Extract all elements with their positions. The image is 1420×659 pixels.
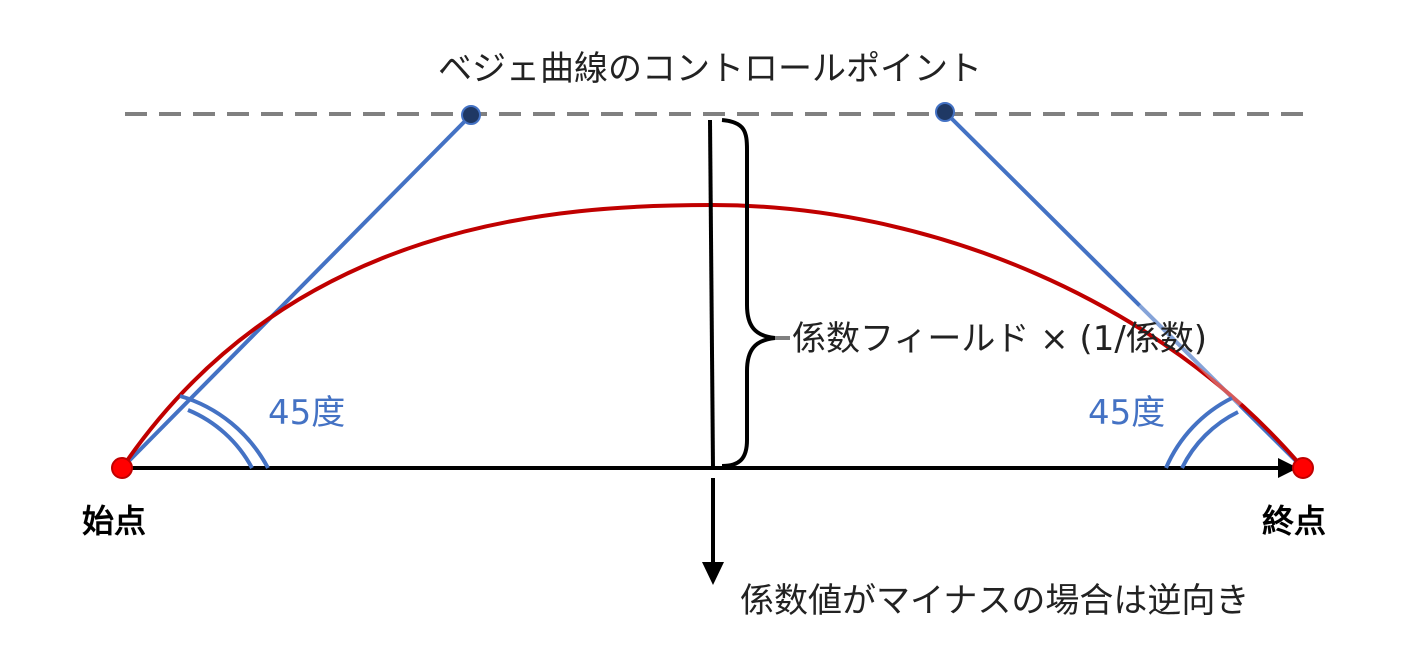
end-control-point <box>935 102 955 122</box>
left-angle-arc-outer <box>179 394 270 469</box>
negative-direction-note: 係数値がマイナスの場合は逆向き <box>740 581 1249 621</box>
handle-highlight <box>1137 302 1243 408</box>
negative-direction-arrowhead <box>702 562 724 585</box>
coefficient-brace <box>721 118 776 468</box>
center-vertical-line <box>708 119 715 469</box>
start-handle-line <box>120 113 473 470</box>
right-angle-arc-inner <box>1180 410 1239 469</box>
start-control-point <box>461 105 481 125</box>
right-angle-arc-outer <box>1164 396 1233 469</box>
left-angle-label: 45度 <box>268 393 345 433</box>
end-point-marker <box>1292 457 1314 479</box>
end-point-label: 終点 <box>1262 502 1326 540</box>
start-point-label: 始点 <box>82 502 146 540</box>
right-angle-label: 45度 <box>1088 393 1165 433</box>
control-point-title: ベジェ曲線のコントロールポイント <box>438 49 982 89</box>
left-angle-arc-inner <box>187 408 254 469</box>
baseline-arrowhead <box>1278 458 1298 478</box>
coefficient-formula-label: 係数フィールド × (1/係数) <box>792 319 1207 359</box>
start-point-marker <box>111 457 133 479</box>
